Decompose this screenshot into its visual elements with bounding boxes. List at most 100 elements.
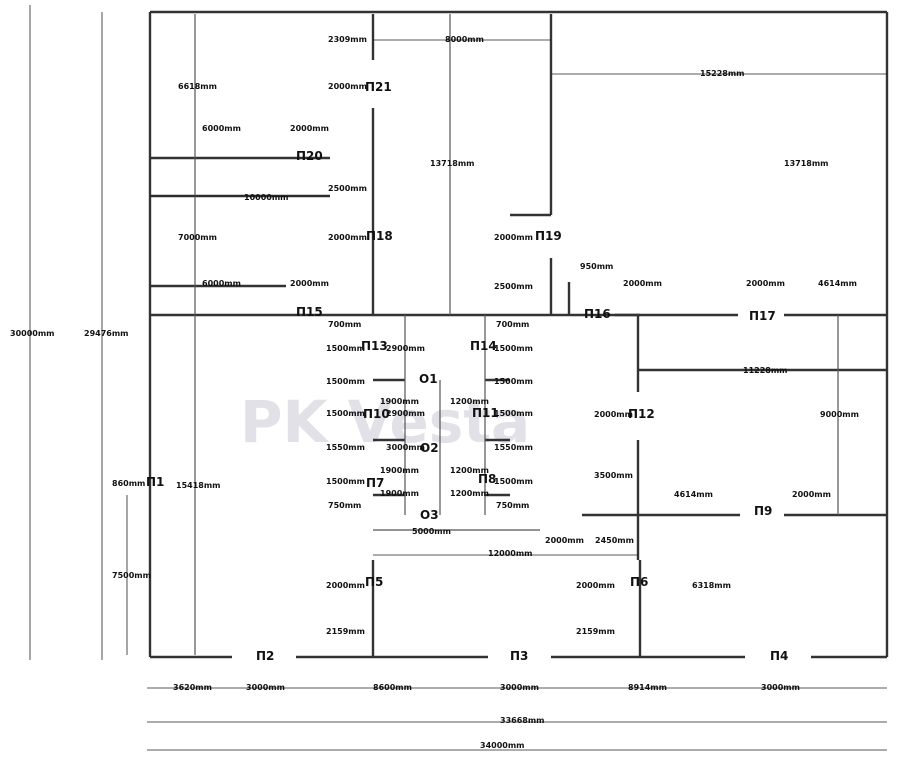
dim-text: 2500mm (494, 282, 533, 291)
dim-text: 1550mm (326, 443, 365, 452)
dim-text: 2000mm (290, 279, 329, 288)
dim-text: 1500mm (494, 377, 533, 386)
dim-text: 1200mm (450, 397, 489, 406)
room-label: П19 (535, 229, 562, 243)
dimension-lines (29, 5, 887, 751)
dim-text: 3620mm (173, 683, 212, 692)
room-label: П15 (296, 305, 323, 319)
room-label: П21 (365, 80, 392, 94)
dim-text: 9000mm (820, 410, 859, 419)
dim-text: 2000mm (746, 279, 785, 288)
room-label: П10 (363, 407, 390, 421)
watermark: PK Vesta (240, 388, 530, 456)
room-label: П1 (146, 475, 164, 489)
dim-text: 2000mm (623, 279, 662, 288)
dim-text: 6318mm (692, 581, 731, 590)
dim-text: 13718mm (784, 159, 829, 168)
dim-text: 2309mm (328, 35, 367, 44)
room-label: О2 (420, 441, 439, 455)
room-label: П16 (584, 307, 611, 321)
dim-text: 700mm (328, 320, 361, 329)
dim-text: 1200mm (450, 489, 489, 498)
dim-text: 10000mm (244, 193, 289, 202)
dim-text: 1500mm (326, 409, 365, 418)
dim-text: 2000mm (494, 233, 533, 242)
dim-text: 3000mm (386, 443, 425, 452)
room-label: П7 (366, 476, 384, 490)
dim-text: 700mm (496, 320, 529, 329)
dim-text: 2000mm (792, 490, 831, 499)
dim-text: 29476mm (84, 329, 129, 338)
room-label: О3 (420, 508, 439, 522)
dim-text: 750mm (328, 501, 361, 510)
dim-text: 6000mm (202, 124, 241, 133)
room-label: П13 (361, 339, 388, 353)
dim-text: 8600mm (373, 683, 412, 692)
dim-text: 6618mm (178, 82, 217, 91)
dim-text: 30000mm (10, 329, 55, 338)
dim-text: 6000mm (202, 279, 241, 288)
room-label: П2 (256, 649, 274, 663)
dim-text: 1900mm (380, 397, 419, 406)
dim-text: 1900mm (380, 489, 419, 498)
room-label: П18 (366, 229, 393, 243)
dim-text: 1500mm (326, 477, 365, 486)
room-label: П14 (470, 339, 497, 353)
dim-text: 4614mm (674, 490, 713, 499)
dim-text: 1500mm (326, 344, 365, 353)
dim-text: 2900mm (386, 409, 425, 418)
dim-text: 1900mm (380, 466, 419, 475)
dim-text: 2000mm (545, 536, 584, 545)
room-label: П3 (510, 649, 528, 663)
dim-text: 1500mm (494, 409, 533, 418)
dim-text: 4614mm (818, 279, 857, 288)
dim-text: 2159mm (326, 627, 365, 636)
dim-text: 2450mm (595, 536, 634, 545)
room-label: П6 (630, 575, 648, 589)
room-label: П17 (749, 309, 776, 323)
dimension-texts: 30000mm 29476mm 34000mm 33668mm 3620mm 3… (10, 35, 859, 750)
dim-text: 2500mm (328, 184, 367, 193)
dim-text: 3000mm (246, 683, 285, 692)
dim-text: 33668mm (500, 716, 545, 725)
room-label: П8 (478, 472, 496, 486)
dim-text: 11228mm (743, 366, 788, 375)
dim-text: 750mm (496, 501, 529, 510)
outer-walls (148, 10, 889, 659)
dim-text: 1200mm (450, 466, 489, 475)
room-label: П12 (628, 407, 655, 421)
dim-text: 2000mm (328, 82, 367, 91)
dim-text: 2000mm (290, 124, 329, 133)
dim-text: 2900mm (386, 344, 425, 353)
room-label: О1 (419, 372, 438, 386)
dim-text: 3000mm (761, 683, 800, 692)
room-label: П11 (472, 406, 499, 420)
dim-text: 8914mm (628, 683, 667, 692)
dim-text: 13718mm (430, 159, 475, 168)
dim-text: 1550mm (494, 443, 533, 452)
dim-text: 15228mm (700, 69, 745, 78)
room-labels: П1 П2 П3 П4 П5 П6 П7 П8 П9 П10 П11 П12 П… (146, 80, 788, 663)
interior-walls (150, 14, 887, 657)
room-label: П9 (754, 504, 772, 518)
dim-text: 3500mm (594, 471, 633, 480)
dim-text: 2000mm (576, 581, 615, 590)
dim-text: 3000mm (500, 683, 539, 692)
dim-text: 7500mm (112, 571, 151, 580)
dim-text: 5000mm (412, 527, 451, 536)
dim-text: 2000mm (594, 410, 633, 419)
dim-text: 1500mm (326, 377, 365, 386)
dim-text: 2000mm (328, 233, 367, 242)
dim-text: 1500mm (494, 344, 533, 353)
dim-text: 860mm (112, 479, 145, 488)
room-label: П4 (770, 649, 788, 663)
room-label: П5 (365, 575, 383, 589)
dim-text: 8000mm (445, 35, 484, 44)
dim-text: 12000mm (488, 549, 533, 558)
dim-text: 1500mm (494, 477, 533, 486)
dim-text: 950mm (580, 262, 613, 271)
dim-text: 2159mm (576, 627, 615, 636)
dim-text: 34000mm (480, 741, 525, 750)
dim-text: 15418mm (176, 481, 221, 490)
